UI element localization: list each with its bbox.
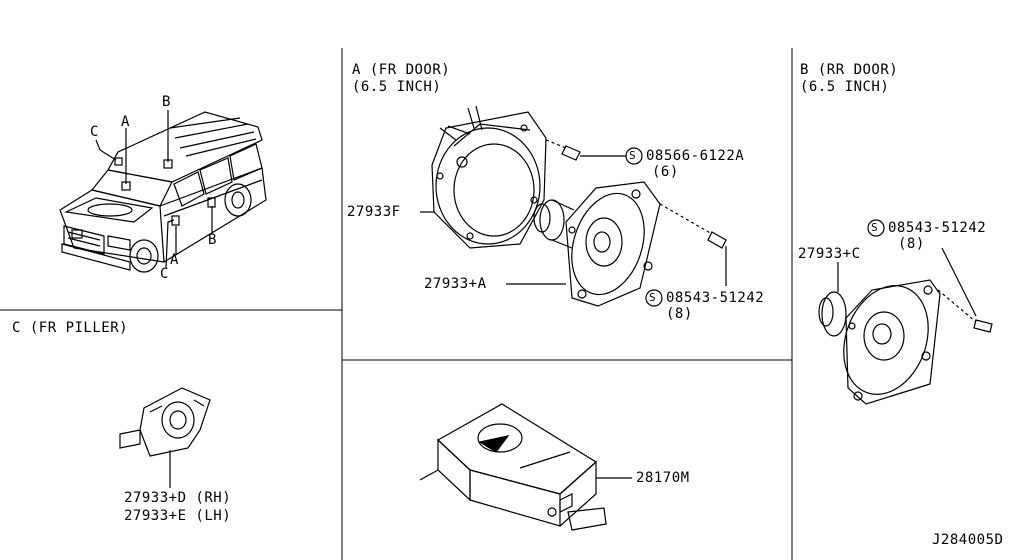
callout-a-top: A bbox=[121, 114, 130, 130]
part-tweeter-rh: 27933+D (RH) bbox=[124, 490, 232, 506]
part-screw-b: 08543-51242 bbox=[888, 220, 987, 236]
part-screw-a-qty: (6) bbox=[652, 164, 679, 180]
section-a-title: A (FR DOOR) bbox=[352, 62, 451, 78]
speaker-b-drawing bbox=[818, 247, 993, 405]
part-speaker-a: 27933+A bbox=[424, 276, 487, 292]
callout-b-top: B bbox=[162, 94, 171, 110]
part-speaker-b: 27933+C bbox=[798, 246, 861, 262]
screws-a-drawing bbox=[420, 139, 727, 286]
part-amplifier: 28170M bbox=[636, 470, 690, 486]
part-tweeter-lh: 27933+E (LH) bbox=[124, 508, 232, 524]
screw-symbols bbox=[625, 147, 885, 307]
diagram-id: J284005D bbox=[932, 532, 1004, 548]
panel-dividers bbox=[0, 48, 793, 560]
section-b-title: B (RR DOOR) bbox=[800, 62, 899, 78]
screw-symbol-b: S bbox=[871, 221, 879, 234]
amplifier-drawing bbox=[419, 403, 632, 531]
screw-symbol-a2: S bbox=[649, 291, 657, 304]
part-screw-a: 08566-6122A bbox=[646, 148, 745, 164]
callout-a-bottom: A bbox=[170, 252, 179, 268]
tweeter-drawing bbox=[119, 387, 211, 488]
section-b-subtitle: (6.5 INCH) bbox=[800, 79, 890, 95]
part-bracket-a: 27933F bbox=[347, 204, 401, 220]
section-c-title: C (FR PILLER) bbox=[12, 320, 129, 336]
callout-c-bottom: C bbox=[160, 266, 169, 282]
part-screw-a2: 08543-51242 bbox=[666, 290, 765, 306]
part-screw-b-qty: (8) bbox=[898, 236, 925, 252]
callout-c-top: C bbox=[90, 124, 99, 140]
speaker-a-drawing bbox=[533, 181, 661, 307]
screw-symbol-a: S bbox=[629, 149, 637, 162]
part-screw-a2-qty: (8) bbox=[666, 306, 693, 322]
section-a-subtitle: (6.5 INCH) bbox=[352, 79, 442, 95]
callout-b-bottom: B bbox=[208, 232, 217, 248]
speaker-bracket-drawing bbox=[431, 105, 547, 249]
vehicle-illustration bbox=[59, 110, 267, 273]
